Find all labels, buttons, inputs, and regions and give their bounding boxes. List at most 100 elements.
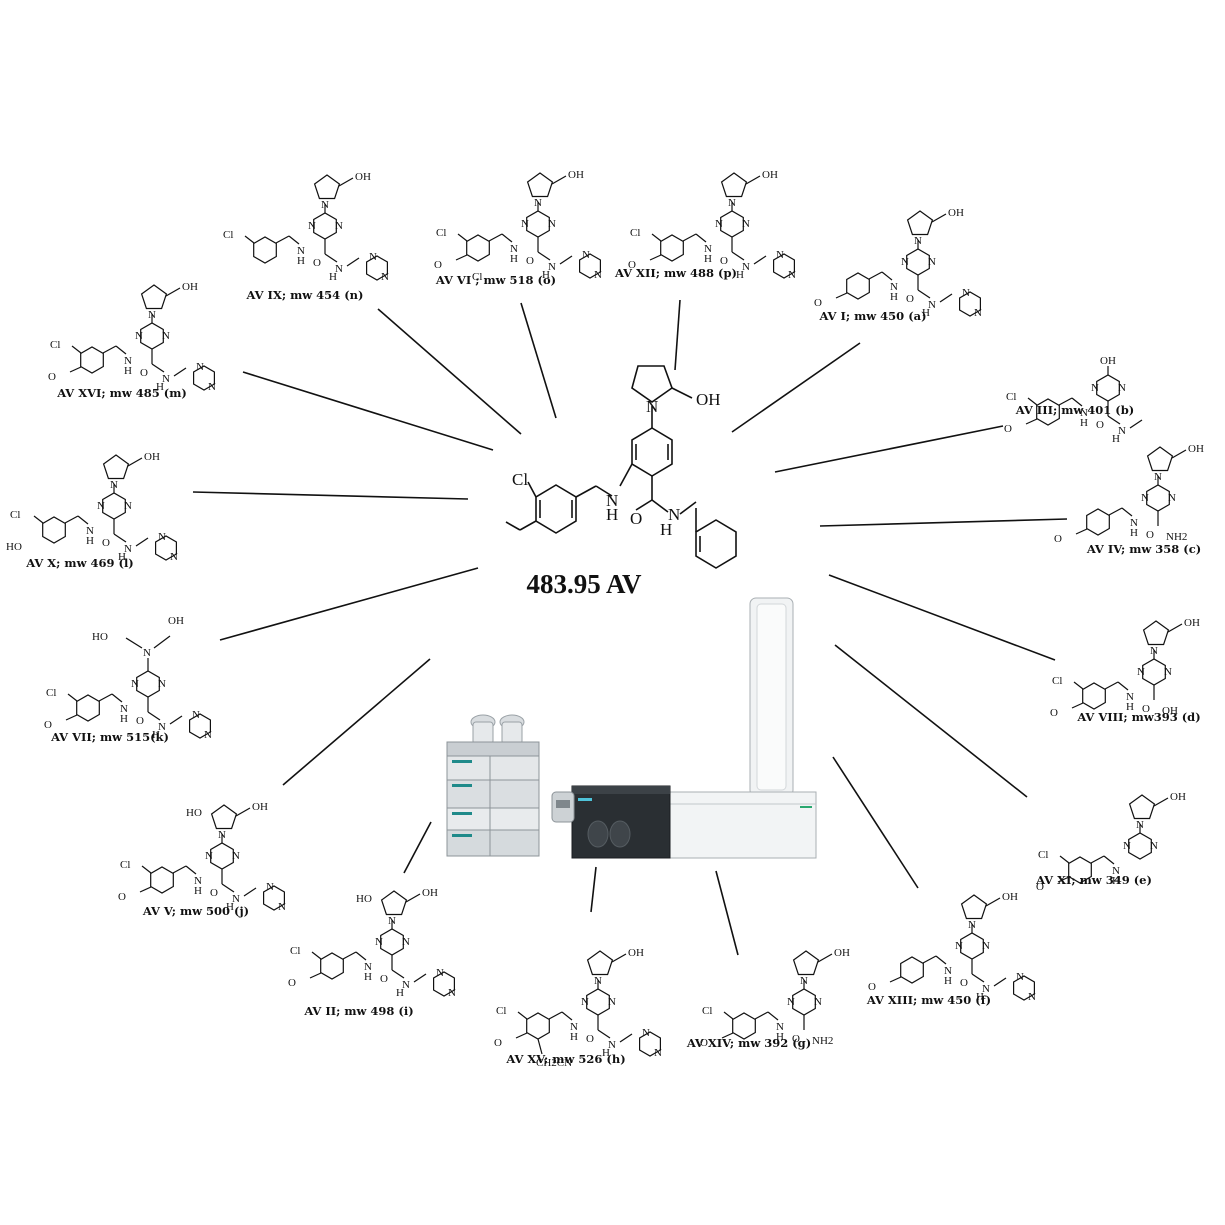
svg-text:H: H [570,1031,578,1043]
svg-text:Cl: Cl [46,687,56,699]
svg-text:N: N [297,245,305,257]
svg-text:N: N [86,525,94,537]
svg-text:H: H [396,987,404,999]
svg-text:N: N [205,850,213,862]
svg-text:N: N [582,249,590,261]
svg-text:O: O [102,537,110,549]
svg-text:N: N [788,269,796,281]
svg-text:OH: OH [834,947,850,959]
spoke-ii [403,821,432,874]
svg-text:NH2: NH2 [1166,531,1187,543]
svg-text:N: N [278,901,286,913]
svg-text:N: N [143,647,151,659]
svg-text:N: N [982,983,990,995]
svg-text:N: N [1136,819,1144,831]
svg-text:O: O [44,719,52,731]
svg-text:H: H [364,971,372,983]
svg-text:N: N [608,996,616,1008]
spoke-xvi [242,371,494,451]
svg-text:OH: OH [762,169,778,181]
svg-text:O: O [118,891,126,903]
svg-text:HO: HO [6,541,22,553]
svg-text:O: O [720,255,728,267]
svg-text:N: N [388,915,396,927]
spoke-xii [674,299,681,371]
caption-vi: AV VI ; mw 518 (o) [435,273,556,287]
svg-text:N: N [548,261,556,273]
svg-text:OH: OH [182,281,198,293]
center-h-label: H [606,505,618,524]
svg-text:O: O [288,977,296,989]
svg-text:N: N [402,979,410,991]
svg-text:O: O [434,259,442,271]
svg-text:N: N [776,1021,784,1033]
spoke-vi [520,302,557,419]
svg-text:OH: OH [1002,891,1018,903]
svg-text:N: N [1137,666,1145,678]
svg-text:O: O [868,981,876,993]
caption-xiii: AV XIII; mw 450 (f) [866,993,991,1007]
spoke-xiv [715,870,739,956]
caption-xiv: AV XIV; mw 392 (g) [686,1036,811,1050]
svg-text:N: N [266,881,274,893]
svg-text:N: N [581,996,589,1008]
svg-text:NH2: NH2 [812,1035,833,1047]
svg-text:N: N [608,1039,616,1051]
svg-text:N: N [594,975,602,987]
svg-text:H: H [602,1047,610,1059]
svg-text:H: H [1112,875,1120,887]
svg-text:H: H [922,307,930,319]
svg-text:O: O [1050,707,1058,719]
svg-text:Cl: Cl [50,339,60,351]
spoke-ix [377,308,522,435]
svg-text:N: N [124,500,132,512]
svg-text:N: N [1118,425,1126,437]
svg-text:N: N [742,261,750,273]
svg-text:N: N [170,551,178,563]
svg-text:O: O [380,973,388,985]
svg-text:H: H [1080,417,1088,429]
svg-text:N: N [158,531,166,543]
svg-text:N: N [594,269,602,281]
svg-text:N: N [510,243,518,255]
svg-text:OH: OH [1100,355,1116,367]
svg-text:Cl: Cl [10,509,20,521]
svg-text:N: N [787,996,795,1008]
svg-text:N: N [742,218,750,230]
svg-text:N: N [208,381,216,393]
center-oh-label: OH [696,390,721,409]
svg-text:OH: OH [568,169,584,181]
spoke-iv [819,518,1068,527]
svg-text:N: N [1126,691,1134,703]
spoke-x [192,491,469,500]
svg-text:N: N [232,893,240,905]
svg-text:N: N [776,249,784,261]
svg-text:O: O [1146,529,1154,541]
svg-text:N: N [570,1021,578,1033]
center-n-label: N [646,397,658,416]
svg-text:N: N [800,975,808,987]
center-pyrimidine-2 [695,519,737,569]
svg-text:H: H [776,1031,784,1043]
spoke-xv [590,866,597,913]
center-cl-label: Cl [512,470,528,489]
svg-text:N: N [982,940,990,952]
svg-text:OH: OH [252,801,268,813]
svg-text:H: H [944,975,952,987]
svg-text:N: N [97,500,105,512]
spoke-lines [192,299,1068,956]
svg-text:N: N [110,479,118,491]
svg-text:H: H [118,551,126,563]
svg-text:N: N [124,543,132,555]
svg-text:N: N [534,197,542,209]
svg-text:O: O [140,367,148,379]
svg-text:N: N [369,251,377,263]
svg-text:N: N [814,996,822,1008]
